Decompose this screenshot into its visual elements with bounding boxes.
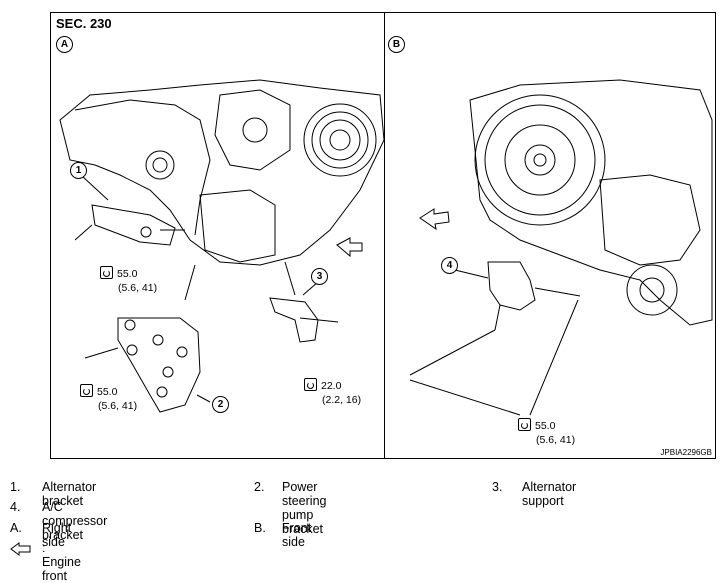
view-b-marker: B (388, 36, 405, 53)
legend-num: A. (10, 521, 22, 535)
engine-front-arrow-icon (10, 542, 31, 556)
section-label: SEC. 230 (56, 16, 112, 31)
callout-3: 3 (311, 268, 328, 285)
legend-text: Front side (282, 521, 312, 549)
legend-text: Alternator bracket (42, 480, 97, 508)
legend-text: A/C compressor bracket (42, 500, 108, 542)
torque-icon (80, 384, 93, 397)
legend-num: 1. (10, 480, 21, 494)
diagram-frame (50, 12, 716, 459)
torque-icon (100, 266, 113, 279)
view-a-marker: A (56, 36, 73, 53)
torque-spec-4: 55.0 (5.6, 41) (518, 418, 575, 447)
legend-text: Power steering pump bracket (282, 480, 327, 536)
figure-code: JPBIA2296GB (660, 448, 712, 457)
legend-num: 4. (10, 500, 21, 514)
torque-spec-2: 55.0 (5.6, 41) (80, 384, 137, 413)
callout-1: 1 (70, 162, 87, 179)
torque-icon (518, 418, 531, 431)
torque-icon (304, 378, 317, 391)
legend-num: 3. (492, 480, 503, 494)
diagram-line-art (59, 79, 713, 416)
torque-spec-1: 55.0 (5.6, 41) (100, 266, 157, 295)
legend-num: 2. (254, 480, 265, 494)
torque-spec-3: 22.0 (2.2, 16) (304, 378, 361, 407)
callout-4: 4 (441, 257, 458, 274)
legend-text: Right side (42, 521, 72, 549)
legend-text: Alternator support (522, 480, 577, 508)
callout-2: 2 (212, 396, 229, 413)
legend-engine-front: : Engine front (42, 541, 81, 583)
legend-num: B. (254, 521, 266, 535)
view-divider (384, 12, 385, 459)
